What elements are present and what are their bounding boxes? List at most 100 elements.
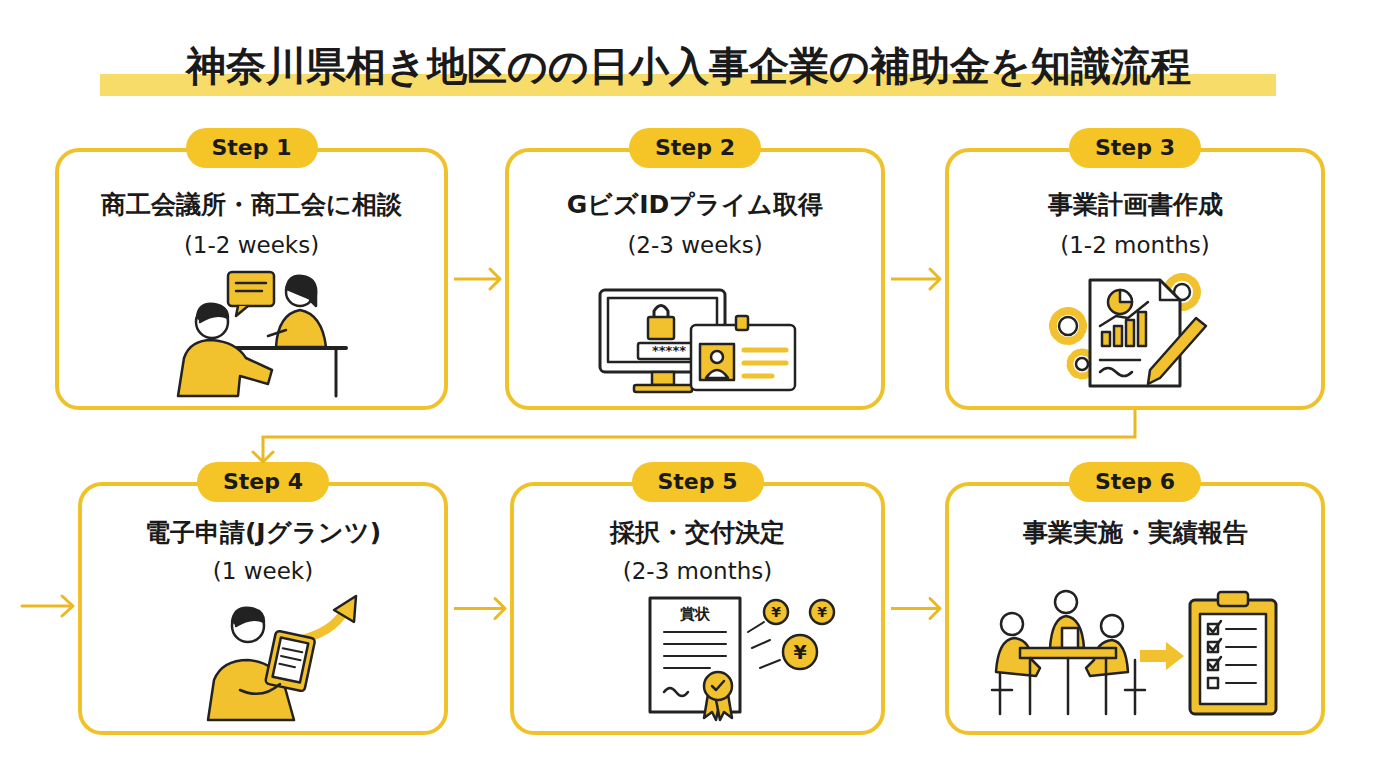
card-person-head xyxy=(711,351,723,363)
arrow-head xyxy=(253,452,273,462)
flow-arrow xyxy=(1140,642,1184,670)
person-hair xyxy=(232,608,264,626)
desk-leg xyxy=(335,348,338,396)
connector-line xyxy=(454,278,500,281)
step-duration: (2-3 weeks) xyxy=(509,230,881,260)
step-duration: (2-3 months) xyxy=(514,556,881,586)
gear-hub xyxy=(1059,317,1077,335)
step-badge: Step 1 xyxy=(186,128,318,168)
person-head xyxy=(1055,591,1077,613)
bar xyxy=(1126,320,1134,346)
step-duration: (1-2 weeks) xyxy=(59,230,444,260)
arrow-head xyxy=(62,596,73,616)
person-hair xyxy=(286,276,316,306)
flow-connector xyxy=(454,269,500,289)
card-photo xyxy=(700,344,734,380)
signature xyxy=(664,688,688,696)
check-marks xyxy=(1209,621,1221,668)
table-legs xyxy=(1030,658,1106,714)
step-title: GビズIDプライム取得 xyxy=(509,189,881,221)
connector-line xyxy=(454,607,505,610)
tablet-frame xyxy=(265,630,315,691)
card-clip xyxy=(736,316,748,330)
illustration-label: ¥ xyxy=(810,600,834,624)
certificate xyxy=(650,598,740,712)
flow-connector xyxy=(891,269,940,289)
checklist-lines xyxy=(1226,629,1256,683)
person-body xyxy=(276,310,326,347)
trend-line xyxy=(1100,302,1148,326)
bar xyxy=(1102,332,1110,346)
step-title: 事業実施・実績報告 xyxy=(949,517,1321,549)
table-top xyxy=(1020,648,1116,658)
connector-line xyxy=(891,607,940,610)
illustration-label: ***** xyxy=(638,343,700,359)
coin xyxy=(783,635,817,669)
arrow-head xyxy=(930,269,940,289)
illustration-group xyxy=(22,272,1276,720)
clipboard xyxy=(1190,600,1276,714)
clipboard-clip xyxy=(1218,592,1248,606)
step-title: 商工会議所・商工会に相談 xyxy=(59,189,444,221)
tablet xyxy=(265,630,315,691)
connector-line xyxy=(891,278,940,281)
speech-lines xyxy=(236,283,266,291)
bar xyxy=(1138,312,1146,346)
speech-bubble xyxy=(228,272,274,306)
person-hair xyxy=(197,304,228,322)
checkbox xyxy=(1208,678,1218,688)
step-badge: Step 4 xyxy=(197,462,329,502)
step-title: 電子申請(Jグランツ) xyxy=(82,517,444,549)
speed-lines xyxy=(748,622,780,668)
diagram-title: 神奈川県相き地区のの日小入事企業の補助金を知識流程 xyxy=(0,38,1376,94)
coin xyxy=(810,600,834,624)
person-head xyxy=(1101,615,1123,637)
monitor-stand xyxy=(652,372,674,385)
illustration-label: ¥ xyxy=(784,636,816,668)
person-arm xyxy=(240,684,280,694)
card-person-body xyxy=(706,370,728,378)
monitor-base xyxy=(634,385,692,392)
illustration-label: 賞状 xyxy=(660,603,730,625)
desk xyxy=(232,346,346,350)
arrow-head xyxy=(490,269,500,289)
pen xyxy=(1148,318,1206,384)
flow-connector xyxy=(454,599,505,619)
person-head xyxy=(1001,613,1023,635)
arrow-line xyxy=(22,605,72,608)
step-duration: (1-2 months) xyxy=(949,230,1321,260)
gear xyxy=(1053,311,1083,341)
coin xyxy=(764,600,788,624)
flow-connector xyxy=(253,410,1135,462)
flow-connector xyxy=(891,599,940,619)
person-body xyxy=(1050,616,1084,648)
doc-lines xyxy=(1100,360,1140,376)
speech-tail xyxy=(236,306,248,316)
card-lines xyxy=(744,350,786,376)
clipboard-paper xyxy=(1200,614,1266,704)
gear-hub xyxy=(1076,358,1088,370)
step-badge: Step 3 xyxy=(1069,128,1201,168)
lock-body xyxy=(648,317,674,339)
person-body xyxy=(178,340,272,396)
medal-check xyxy=(712,681,724,690)
arrow-head xyxy=(495,599,505,619)
id-card xyxy=(691,325,795,390)
person-arm xyxy=(268,330,286,336)
step-title: 事業計画書作成 xyxy=(949,189,1321,221)
certificate-lines xyxy=(664,632,726,668)
tablet-screen xyxy=(273,638,309,683)
pie-chart xyxy=(1108,290,1132,314)
step-badge: Step 5 xyxy=(632,462,764,502)
pie-slice xyxy=(1120,290,1132,302)
step-badge: Step 2 xyxy=(629,128,761,168)
step-badge: Step 6 xyxy=(1069,462,1201,502)
step-duration: (1 week) xyxy=(82,556,444,586)
bar xyxy=(1114,326,1122,346)
medal xyxy=(704,672,732,700)
connector-line xyxy=(263,410,1135,462)
